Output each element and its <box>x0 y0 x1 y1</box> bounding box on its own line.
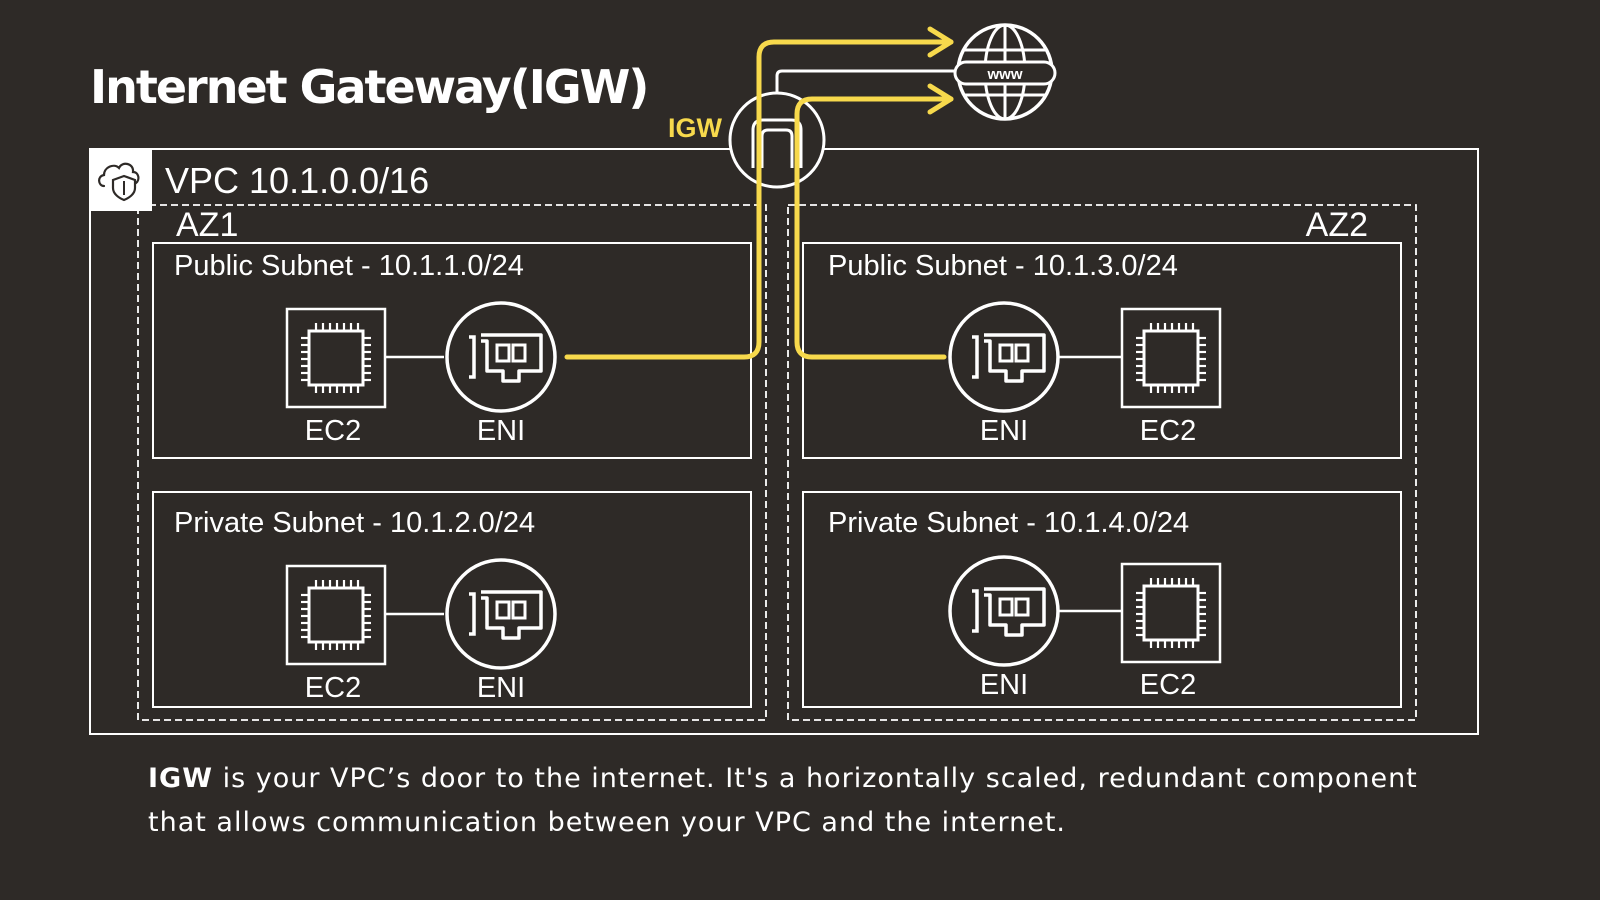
eni-card-icon <box>948 555 1060 667</box>
az2-label: AZ2 <box>1306 206 1368 244</box>
ec2-chip-icon <box>285 307 387 409</box>
globe-www-text: www <box>986 66 1022 83</box>
eni-card-icon <box>445 558 557 670</box>
eni-card-icon <box>948 301 1060 413</box>
az2-public-subnet <box>802 242 1402 459</box>
az1-public-subnet <box>152 242 752 459</box>
eni-label: ENI <box>477 672 525 704</box>
ec2-chip-icon <box>285 564 387 666</box>
ec2-label: EC2 <box>305 415 361 447</box>
eni-card-icon <box>445 301 557 413</box>
az1-boundary <box>137 204 767 721</box>
igw-icon <box>728 91 826 189</box>
az1-private-subnet-label: Private Subnet - 10.1.2.0/24 <box>174 507 535 539</box>
ec2-label: EC2 <box>1140 669 1196 701</box>
az1-private-subnet <box>152 491 752 708</box>
caption-text: is your VPC’s door to the internet. It's… <box>148 763 1418 838</box>
globe-icon: www <box>953 23 1057 121</box>
caption-bold-term: IGW <box>148 763 213 794</box>
vpc-boundary <box>89 148 1479 735</box>
az2-boundary <box>787 204 1417 721</box>
az1-public-subnet-label: Public Subnet - 10.1.1.0/24 <box>174 250 524 282</box>
az2-private-subnet <box>802 491 1402 708</box>
traffic-paths <box>564 26 954 360</box>
ec2-label: EC2 <box>1140 415 1196 447</box>
eni-label: ENI <box>477 415 525 447</box>
ec2-chip-icon <box>1120 562 1222 664</box>
caption: IGW is your VPC’s door to the internet. … <box>148 757 1448 845</box>
igw-internet-link <box>775 69 958 98</box>
az2-public-subnet-label: Public Subnet - 10.1.3.0/24 <box>828 250 1178 282</box>
ec2-label: EC2 <box>305 672 361 704</box>
ec2-chip-icon <box>1120 307 1222 409</box>
eni-label: ENI <box>980 415 1028 447</box>
eni-label: ENI <box>980 669 1028 701</box>
page-title: Internet Gateway(IGW) <box>90 60 647 114</box>
ec2-eni-connectors <box>385 355 1122 616</box>
az1-label: AZ1 <box>176 206 238 244</box>
vpc-label: VPC 10.1.0.0/16 <box>165 160 429 201</box>
cloud-shield-icon <box>90 149 152 211</box>
igw-label: IGW <box>668 113 723 143</box>
az2-private-subnet-label: Private Subnet - 10.1.4.0/24 <box>828 507 1189 539</box>
